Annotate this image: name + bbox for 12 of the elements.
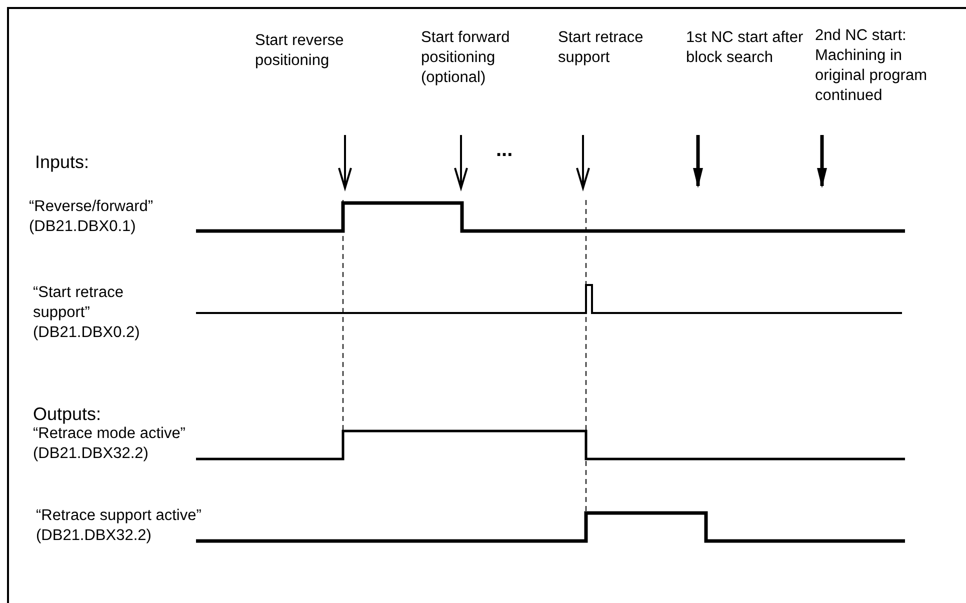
event-label: 2nd NC start: Machining in original program continued (815, 26, 928, 106)
ellipsis: ... (496, 140, 513, 160)
signal-label: “Reverse/forward” (DB21.DBX0.1) (29, 197, 154, 237)
event-label: Start retrace support (558, 28, 644, 68)
event-label: Start forward positioning (optional) (421, 28, 511, 88)
event-label: 1st NC start after block search (686, 28, 804, 68)
event-label: Start reverse positioning (255, 31, 345, 71)
signal-label: “Retrace support active” (DB21.DBX32.2) (36, 506, 202, 546)
section-heading: Inputs: (35, 152, 90, 172)
signal-label: “Retrace mode active” (DB21.DBX32.2) (33, 424, 186, 464)
signal-label: “Start retrace support” (DB21.DBX0.2) (33, 283, 141, 343)
section-heading: Outputs: (33, 404, 102, 424)
